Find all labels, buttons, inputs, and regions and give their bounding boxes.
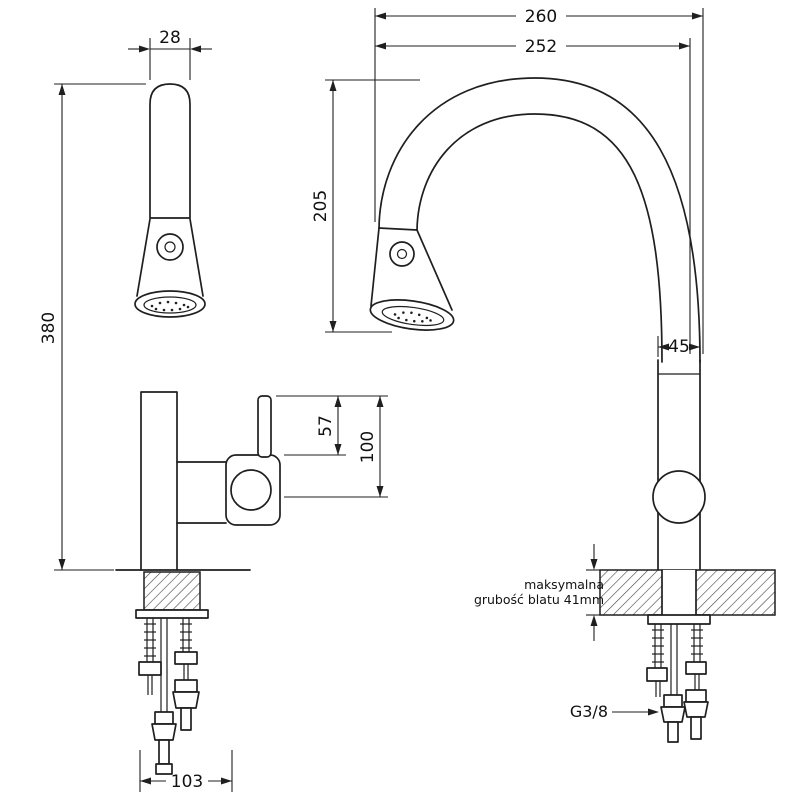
body-joint-ball: [652, 470, 706, 524]
dim-base-width: 103: [139, 750, 233, 792]
countertop-note-line2: grubość blatu 41mm: [474, 592, 604, 607]
dim-handle-height: 100: [284, 396, 388, 498]
spray-head-side: [369, 227, 455, 331]
dim-total-height: 380: [39, 83, 146, 571]
gooseneck-inner-curve: [416, 113, 663, 363]
stud-nut-side: [685, 661, 707, 675]
stud-tube-side: [690, 716, 702, 740]
spray-face-side: [369, 299, 455, 331]
handle-hub-cap: [230, 469, 272, 511]
stud-hex-nut-side: [683, 701, 709, 718]
dim-body-width-label: 45: [668, 337, 690, 357]
mounting-hardware-side: [646, 614, 711, 743]
wing-nut: [138, 661, 162, 676]
dim-spout-width-label: 28: [159, 28, 181, 48]
mounting-stud-right: [172, 618, 200, 731]
spout-tube: [149, 83, 191, 219]
dim-spout-height: 205: [311, 79, 420, 333]
hose-tube-side: [667, 721, 679, 743]
body-column: [140, 391, 178, 571]
dim-total-height-label: 380: [39, 312, 59, 344]
dim-total-depth: 260: [374, 7, 704, 354]
dim-total-depth-label: 260: [525, 7, 557, 27]
dim-lever-height: 57: [276, 395, 388, 456]
hose-fitting: [154, 711, 174, 725]
dim-spout-width: 28: [128, 28, 212, 80]
spray-head-right-edge: [416, 229, 453, 311]
dim-lever-height-label: 57: [316, 415, 336, 437]
dim-spout-height-label: 205: [311, 190, 331, 222]
hose-fitting-side: [663, 694, 683, 708]
spray-face-nozzles: [150, 300, 190, 312]
spray-mode-button-side: [389, 241, 415, 267]
spray-mode-button-side-inner: [396, 248, 408, 260]
faucet-body: [115, 391, 251, 571]
thread-label: G3/8: [570, 702, 608, 721]
shank-hole: [662, 570, 696, 615]
threaded-shank: [143, 571, 201, 611]
spray-head-left-edge: [370, 227, 380, 307]
handle: [176, 395, 281, 526]
spray-cone-left-edge: [136, 218, 151, 297]
stud-fitting: [174, 679, 198, 693]
spray-face-side-inner: [381, 305, 445, 327]
thread-callout: G3/8: [570, 702, 659, 721]
dim-spout-reach-label: 252: [525, 37, 557, 57]
side-view: maksymalna grubość blatu 41mm: [311, 7, 776, 743]
mounting-stud-side-left: [646, 624, 668, 697]
spray-head-joint: [378, 227, 418, 231]
mounting-plate-side: [647, 614, 711, 625]
mounting-washer: [135, 609, 209, 619]
dim-base-width-label: 103: [171, 772, 203, 792]
wing-nut-side: [646, 667, 668, 682]
hose-tube: [158, 739, 170, 765]
stud-fitting-side: [685, 689, 707, 703]
stud-hex-nut: [172, 691, 200, 709]
handle-lever: [257, 395, 272, 458]
hose-hex-nut: [151, 723, 177, 741]
front-view: 28 380 57 100: [39, 28, 388, 792]
mounting-stud-left: [138, 618, 162, 695]
gooseneck-outer-curve: [378, 77, 701, 363]
mounting-stud-side-right: [683, 624, 709, 740]
countertop-note-line1: maksymalna: [524, 577, 604, 592]
countertop-slab: maksymalna grubość blatu 41mm: [474, 544, 776, 641]
hose-end-cap: [155, 763, 173, 775]
stud-nut: [174, 651, 198, 665]
hose-hex-nut-side: [660, 706, 686, 723]
dim-spout-reach: 252: [375, 37, 691, 354]
spray-cone-right-edge: [189, 218, 204, 297]
spray-face-side-nozzles: [393, 311, 432, 323]
pull-out-spray-head: [134, 83, 206, 318]
supply-hose: [151, 618, 177, 775]
dim-body-width: 45: [657, 336, 701, 357]
mounting-hardware: [135, 571, 209, 775]
supply-hose-side: [660, 624, 686, 743]
stud-tube: [180, 707, 192, 731]
faucet-body-side: [652, 359, 706, 571]
spray-face-inner: [143, 296, 197, 314]
spray-mode-button: [156, 233, 184, 261]
spray-mode-button-inner: [164, 241, 176, 253]
gooseneck-spout: [378, 77, 701, 363]
dim-handle-height-label: 100: [358, 431, 378, 463]
